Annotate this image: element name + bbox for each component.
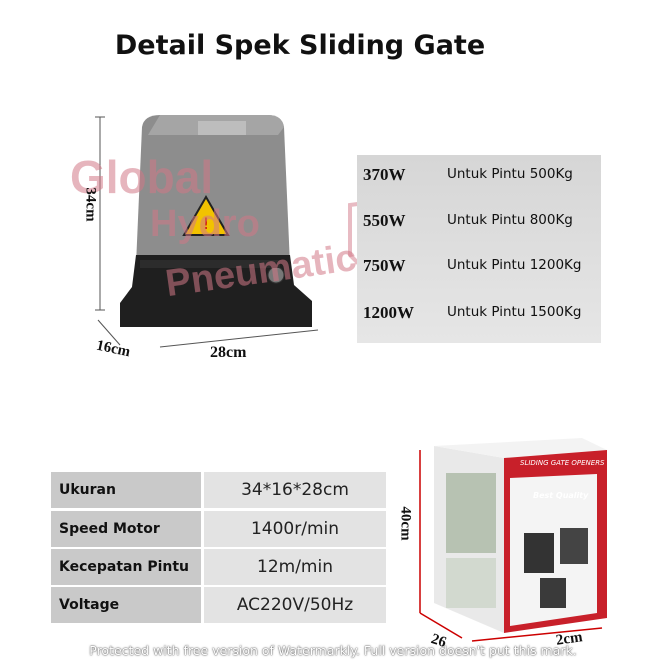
power-description: Untuk Pintu 500Kg	[447, 166, 573, 182]
power-description: Untuk Pintu 1500Kg	[447, 304, 582, 320]
warning-sticker-icon	[182, 195, 230, 236]
spec-value: AC220V/50Hz	[204, 587, 386, 623]
power-value: 1200W	[363, 303, 414, 322]
spec-label: Speed Motor	[51, 511, 201, 547]
power-row: 370W Untuk Pintu 500Kg	[357, 157, 601, 201]
watermark-brand-hydro: Hydro	[150, 203, 260, 245]
svg-text:!: !	[203, 214, 209, 233]
product-box-image	[419, 438, 607, 642]
spec-value: 12m/min	[204, 549, 386, 585]
spec-value: 1400r/min	[204, 511, 386, 547]
spec-row: Kecepatan Pintu 12m/min	[51, 549, 386, 585]
spec-label: Ukuran	[51, 472, 201, 508]
power-capacity-table: 370W Untuk Pintu 500Kg 550W Untuk Pintu …	[357, 155, 601, 343]
power-row: 1200W Untuk Pintu 1500Kg	[357, 295, 601, 339]
spec-label: Kecepatan Pintu	[51, 549, 201, 585]
power-value: 750W	[363, 256, 406, 275]
watermark-brand-global: Global	[70, 151, 214, 203]
spec-row: Voltage AC220V/50Hz	[51, 587, 386, 623]
power-value: 370W	[363, 165, 406, 184]
box-height-label: 40cm	[397, 506, 414, 541]
power-row: 550W Untuk Pintu 800Kg	[357, 203, 601, 247]
power-row: 750W Untuk Pintu 1200Kg	[357, 248, 601, 292]
spec-label: Voltage	[51, 587, 201, 623]
box-badge-text: Best Quality	[533, 491, 589, 500]
page-title: Detail Spek Sliding Gate	[114, 30, 486, 61]
spec-row: Ukuran 34*16*28cm	[51, 472, 386, 508]
box-banner-text: SLIDING GATE OPENERS	[520, 459, 605, 467]
spec-row: Speed Motor 1400r/min	[51, 511, 386, 547]
motor-height-label: 34cm	[82, 187, 99, 222]
gate-motor-image: !	[95, 115, 319, 348]
power-description: Untuk Pintu 800Kg	[447, 212, 573, 228]
power-value: 550W	[363, 211, 406, 230]
spec-value: 34*16*28cm	[204, 472, 386, 508]
watermark-footer-text: Protected with free version of Watermark…	[89, 643, 577, 658]
spec-table: Ukuran 34*16*28cm Speed Motor 1400r/min …	[51, 470, 386, 625]
power-description: Untuk Pintu 1200Kg	[447, 257, 582, 273]
motor-width-label: 28cm	[210, 344, 247, 361]
